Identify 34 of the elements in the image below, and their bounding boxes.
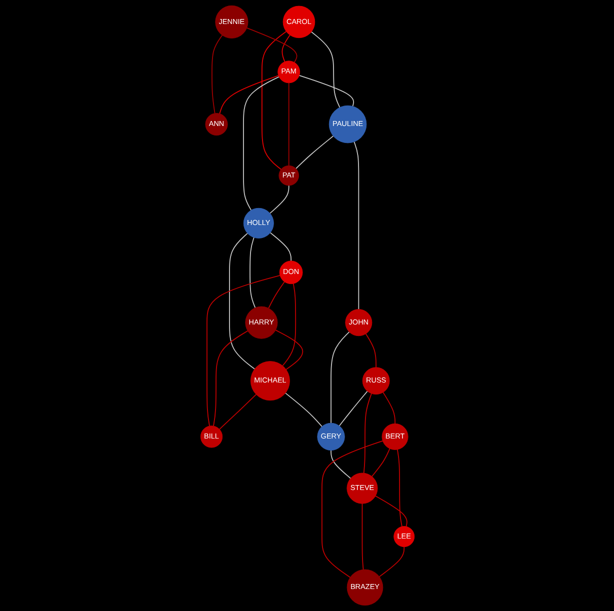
connector [370, 448, 390, 477]
connector [246, 27, 297, 63]
connector [218, 75, 278, 114]
connector [378, 546, 404, 578]
connector [269, 185, 289, 214]
connector [268, 281, 284, 309]
connector [382, 392, 395, 424]
connector [288, 82, 289, 166]
connector [211, 34, 222, 114]
connector [321, 440, 383, 578]
connector [295, 136, 334, 170]
connector [228, 232, 255, 370]
connector [396, 449, 402, 527]
connector [298, 74, 354, 107]
connector [249, 237, 256, 308]
connector [261, 31, 286, 170]
connector [374, 495, 407, 527]
connector [310, 31, 340, 108]
connector [330, 331, 350, 424]
connector [282, 283, 296, 366]
connector [362, 393, 372, 474]
connector [218, 394, 256, 430]
connector [281, 34, 290, 62]
connector [361, 503, 364, 570]
connector [284, 392, 322, 427]
connector [269, 232, 292, 262]
connector [364, 333, 376, 368]
connector [242, 76, 279, 211]
connector [338, 390, 368, 426]
connector [330, 450, 351, 479]
connector [212, 330, 248, 426]
connector [274, 330, 303, 370]
connector [353, 141, 359, 310]
connector [206, 274, 280, 426]
